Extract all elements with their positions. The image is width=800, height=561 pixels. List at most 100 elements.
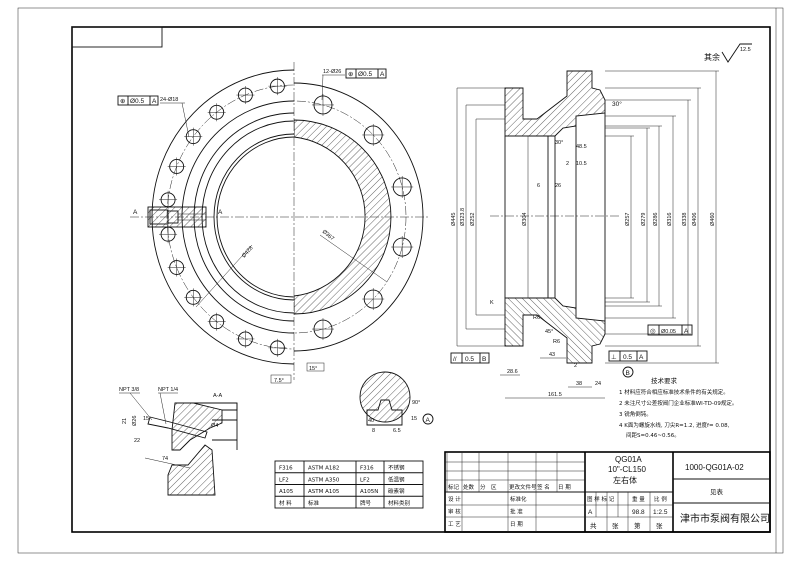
roughness-label: 其余 <box>704 52 720 62</box>
materials-table-cell: 材料类别 <box>388 499 410 507</box>
diameter-label: Ø445 <box>451 213 457 226</box>
svg-text:B: B <box>482 356 486 363</box>
dim-2-bottom: 2 <box>574 363 577 369</box>
sheet-count-label: 共 <box>590 521 597 530</box>
materials-table-cell: 碳素钢 <box>388 487 405 495</box>
parallelism-tolerance: // 0.5 B <box>450 352 490 364</box>
materials-table-cell: 标准 <box>308 499 320 507</box>
concentricity-tolerance: ◎ Ø0.05 A <box>647 324 693 336</box>
title-block-header: 标记 <box>448 483 460 491</box>
dim-10-5: 10.5 <box>576 161 587 167</box>
thread-label-npt-3-8: NPT 3/8 <box>119 387 139 393</box>
bolt-hole <box>334 330 352 348</box>
drawing-frame <box>17 7 784 554</box>
part-spec: 10"-CL150 <box>608 465 647 474</box>
bolt-hole <box>362 313 380 331</box>
dim-28-6: 28.6 <box>507 369 518 375</box>
materials-table-cell: ASTM A350 <box>308 477 340 483</box>
dim-15: 15 <box>143 416 149 422</box>
tech-note-4-cont: 间距S=0.46~0.56。 <box>626 431 680 439</box>
section-mark-left: A <box>133 209 138 216</box>
sign-row-label: 标准化 <box>510 495 527 503</box>
detail-datum-label: A <box>426 417 431 424</box>
bolt-hole <box>302 339 320 357</box>
detail-dim-15: 15 <box>411 416 417 422</box>
bolt-hole <box>402 157 420 175</box>
front-view-right-half <box>294 82 424 352</box>
dim-dia-4: Ø4 <box>211 423 218 429</box>
svg-text:Ø0.5: Ø0.5 <box>358 71 372 78</box>
part-name: 左右体 <box>613 475 637 485</box>
k-mark: K <box>490 300 494 306</box>
materials-table-cell: ASTM A105 <box>308 489 340 495</box>
dim-43: 43 <box>549 352 555 358</box>
bolt-hole <box>268 338 287 357</box>
svg-text:0.5: 0.5 <box>623 354 632 361</box>
materials-table-cell: 材 料 <box>279 499 292 507</box>
svg-text:A: A <box>380 71 385 78</box>
bolt-hole <box>302 77 320 95</box>
bolt-hole-large <box>391 175 414 198</box>
radius-label-1: R6 <box>533 315 540 321</box>
dim-74: 74 <box>162 456 168 462</box>
angle-label-15: 15° <box>309 366 317 372</box>
svg-text:0.5: 0.5 <box>465 356 474 363</box>
front-view-left-half <box>147 69 429 365</box>
weight-header: 重 量 <box>632 495 645 503</box>
dim-38: 38 <box>576 381 582 387</box>
materials-table-cell: 低温钢 <box>388 475 405 483</box>
sign-row-label: 批 准 <box>510 508 523 516</box>
dim-48-5: 48.5 <box>576 144 587 150</box>
dim-6: 6 <box>537 183 540 189</box>
title-block-header: 分 <box>480 483 486 491</box>
dim-24: 24 <box>595 381 601 387</box>
materials-table-cell: LF2 <box>360 477 370 483</box>
dia-label-428: Ø428 <box>241 245 254 259</box>
bolt-hole <box>167 157 186 176</box>
bolt-hole <box>184 127 203 146</box>
part-code: QG01A <box>615 455 642 464</box>
material-note: 见表 <box>710 487 724 496</box>
weight-value: 98.8 <box>632 509 645 516</box>
stage-mark: A <box>588 509 593 516</box>
bolt-hole <box>167 258 186 277</box>
bolt-hole-large <box>362 288 385 311</box>
dim-22: 22 <box>134 438 140 444</box>
roughness-value: 12.5 <box>740 47 751 53</box>
detail-datum-circle <box>422 413 434 425</box>
diameter-label: Ø252 <box>470 213 476 226</box>
bolt-hole <box>411 225 429 243</box>
materials-table-cell: F316 <box>279 466 293 472</box>
bolt-hole-large <box>311 93 334 116</box>
svg-text:⊥: ⊥ <box>611 354 617 361</box>
diameter-label: Ø406 <box>692 213 698 226</box>
sheet-count-label: 第 <box>634 521 641 530</box>
thread-label-npt-1-4: NPT 1/4 <box>158 387 178 393</box>
angle-label-45: 45° <box>545 329 553 335</box>
stage-header: 图 样 标 记 <box>587 495 615 503</box>
dim-dia-26: Ø26 <box>132 416 138 426</box>
svg-text:A: A <box>152 98 157 105</box>
position-tolerance-left: ⊕ Ø0.5 A <box>117 95 159 106</box>
detail-angle-90: 90° <box>412 400 420 406</box>
materials-table-cell: F316 <box>360 466 374 472</box>
bolt-hole <box>159 190 178 209</box>
dim-2: 2 <box>566 161 569 167</box>
bolt-hole-large <box>391 236 414 259</box>
company-name: 津市市泵阀有限公司 <box>680 512 770 525</box>
roughness-symbol-icon <box>721 43 752 63</box>
technical-requirements: 技术要求 1 材料应符合相应标准技术条件的有关规定。 2 未注尺寸公差按阀门企业… <box>619 376 737 439</box>
svg-text:⊕: ⊕ <box>120 98 126 105</box>
bolt-hole-large <box>362 123 385 146</box>
svg-text://: // <box>453 356 457 363</box>
sheet-count-label: 张 <box>612 521 619 530</box>
materials-table-cell: 不锈钢 <box>388 464 405 472</box>
section-aa-title: A-A <box>213 393 223 399</box>
title-block-header: 日 期 <box>558 484 571 491</box>
diameter-label: Ø286 <box>653 213 659 226</box>
title-block-header: 区 <box>491 484 497 491</box>
dim-21: 21 <box>122 418 128 424</box>
title-block: 标记处数分区更改文件号签 名日 期设 计审 核工 艺标准化批 准日 期图 样 标… <box>444 451 771 533</box>
